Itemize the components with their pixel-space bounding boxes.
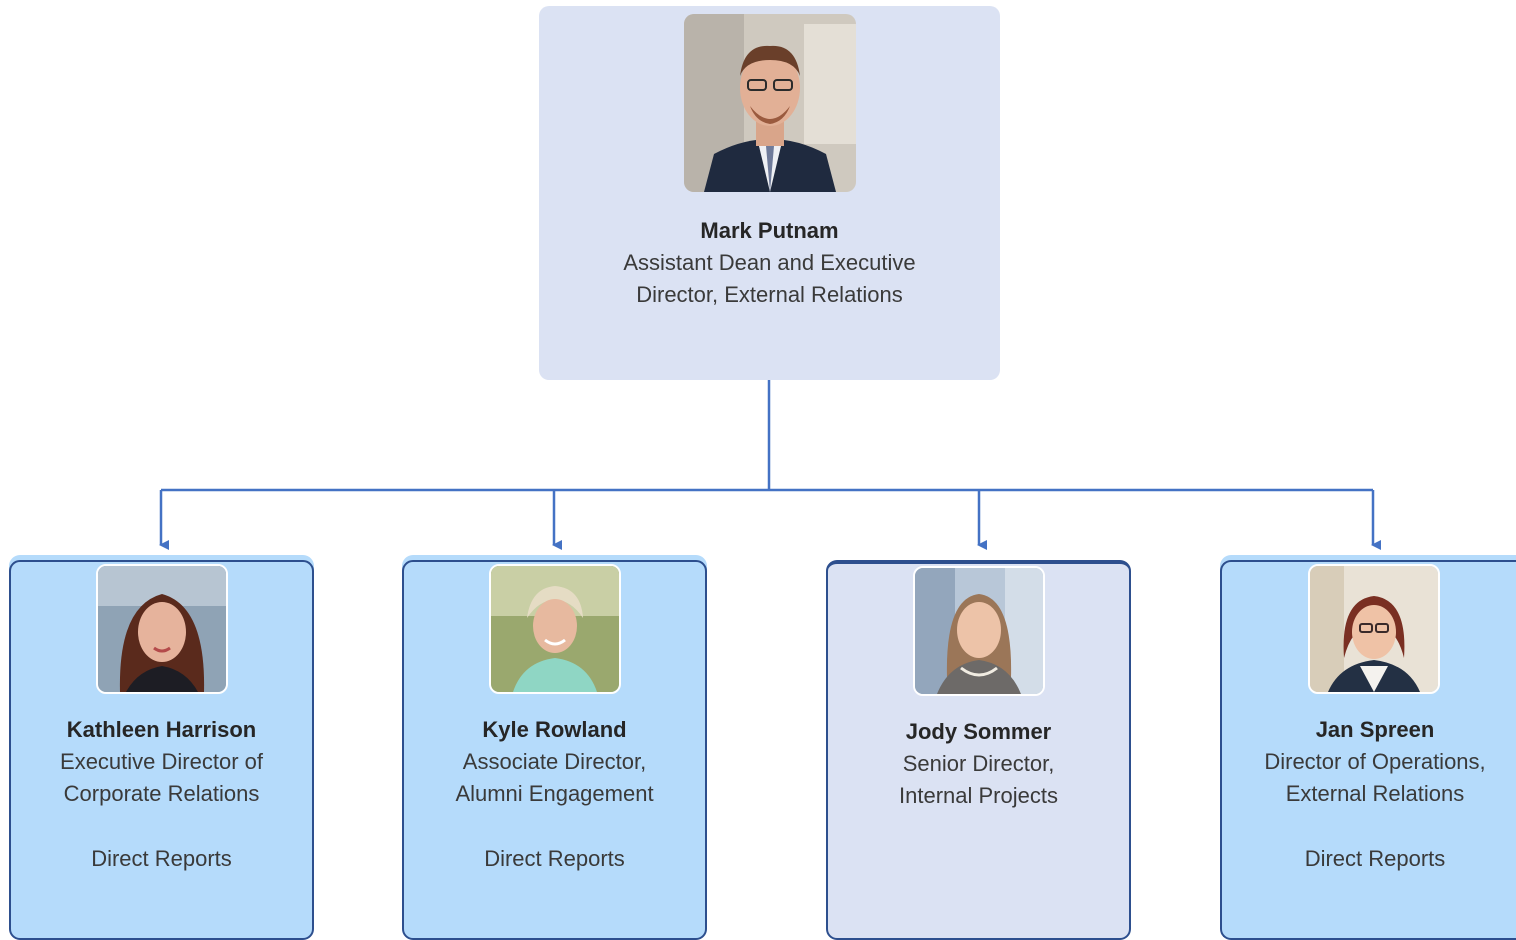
person-portrait-icon [97,566,226,692]
person-title-line-1: Senior Director, [902,751,1055,776]
person-title-line-1: Associate Director, [462,749,647,774]
person-title-line-2: Internal Projects [899,783,1058,808]
mark-putnam-photo [683,14,856,192]
person-name: Jody Sommer [905,719,1052,744]
person-title-line-2: Director, External Relations [636,282,903,307]
report-card-jody-sommer[interactable]: Jody Sommer Senior Director, Internal Pr… [826,560,1131,940]
person-title-line-1: Director of Operations, [1264,749,1486,774]
report-card-kathleen-harrison[interactable]: Kathleen Harrison Executive Director of … [9,560,314,940]
report-text: Kyle Rowland Associate Director, Alumni … [404,714,705,810]
person-portrait-icon [490,566,619,692]
direct-reports-link[interactable]: Direct Reports [484,846,625,871]
report-card-kyle-rowland[interactable]: Kyle Rowland Associate Director, Alumni … [402,560,707,940]
report-text: Jody Sommer Senior Director, Internal Pr… [828,716,1129,812]
person-portrait-icon [1310,566,1438,692]
report-card-jan-spreen[interactable]: Jan Spreen Director of Operations, Exter… [1220,560,1516,940]
person-name: Mark Putnam [700,218,839,243]
person-portrait-icon [914,568,1043,694]
person-name: Kyle Rowland [482,717,627,742]
person-title-line-2: Corporate Relations [63,781,260,806]
person-name: Kathleen Harrison [66,717,257,742]
person-title-line-1: Assistant Dean and Executive [623,250,916,275]
report-text: Jan Spreen Director of Operations, Exter… [1222,714,1516,810]
direct-reports-link[interactable]: Direct Reports [91,846,232,871]
person-title-line-1: Executive Director of [60,749,263,774]
person-name: Jan Spreen [1315,717,1435,742]
report-text: Kathleen Harrison Executive Director of … [11,714,312,810]
kyle-rowland-photo [488,564,621,694]
jan-spreen-photo [1308,564,1440,694]
direct-reports-link[interactable]: Direct Reports [1304,846,1446,871]
top-position-card[interactable]: Mark Putnam Assistant Dean and Executive… [539,6,1000,380]
person-title-line-2: Alumni Engagement [455,781,654,806]
jody-sommer-photo [912,566,1045,696]
top-position-text: Mark Putnam Assistant Dean and Executive… [539,215,1000,311]
kathleen-harrison-photo [95,564,228,694]
person-title-line-2: External Relations [1285,781,1465,806]
person-portrait-icon [683,14,856,192]
